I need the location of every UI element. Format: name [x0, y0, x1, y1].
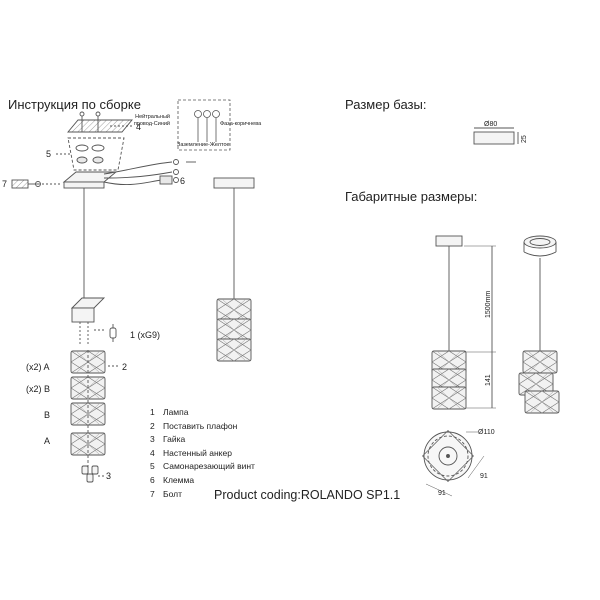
callout-shade-a: A [44, 436, 50, 446]
overall-perspective-view [518, 235, 560, 414]
wiring-detail [177, 99, 231, 151]
wiring [103, 159, 196, 185]
base-size-heading: Размер базы: [345, 97, 427, 112]
assembly-heading: Инструкция по сборке [8, 97, 141, 112]
mounting-bracket [56, 137, 125, 171]
product-coding: Product coding:ROLANDO SP1.1 [214, 488, 401, 502]
base-diameter-label: Ø80 [484, 121, 497, 128]
base-height-label: 25 [521, 135, 528, 143]
base-size-drawing [473, 127, 519, 145]
lamp-holder [70, 297, 106, 346]
bulb [109, 324, 117, 342]
ceiling-anchor [67, 111, 134, 133]
width-label-2: 91 [480, 473, 488, 480]
overall-front-view [431, 235, 496, 410]
neutral-wire-label-2: провод-Синий [134, 120, 170, 127]
canopy [62, 171, 118, 298]
overall-size-heading: Габаритные размеры: [345, 189, 478, 204]
callout-6: 6 [180, 176, 185, 186]
callout-shade-b-pair: (x2) B [26, 384, 50, 394]
shade-stack-left [70, 350, 118, 480]
callout-shade-b: B [44, 410, 50, 420]
callout-2: 2 [122, 362, 127, 372]
neutral-wire-label-1: Нейтральный [135, 113, 170, 120]
cord-length-label: 1500mm [485, 291, 492, 318]
callout-7: 7 [2, 179, 7, 189]
body-height-label: 141 [485, 374, 492, 386]
callout-4: 4 [136, 122, 141, 132]
overall-top-view [422, 430, 485, 497]
callout-5: 5 [46, 149, 51, 159]
ground-wire-label: Заземление-Желтое [177, 142, 230, 148]
bolt [11, 179, 62, 189]
nuts [81, 465, 104, 483]
top-diameter-label: Ø110 [478, 429, 495, 436]
callout-3: 3 [106, 471, 111, 481]
callout-1: 1 (xG9) [130, 330, 160, 340]
assembled-pendant [213, 177, 255, 362]
callout-shade-a-pair: (x2) A [26, 362, 50, 372]
phase-wire-label: Фаза-коричнева [220, 121, 262, 127]
width-label-1: 91 [438, 490, 446, 497]
